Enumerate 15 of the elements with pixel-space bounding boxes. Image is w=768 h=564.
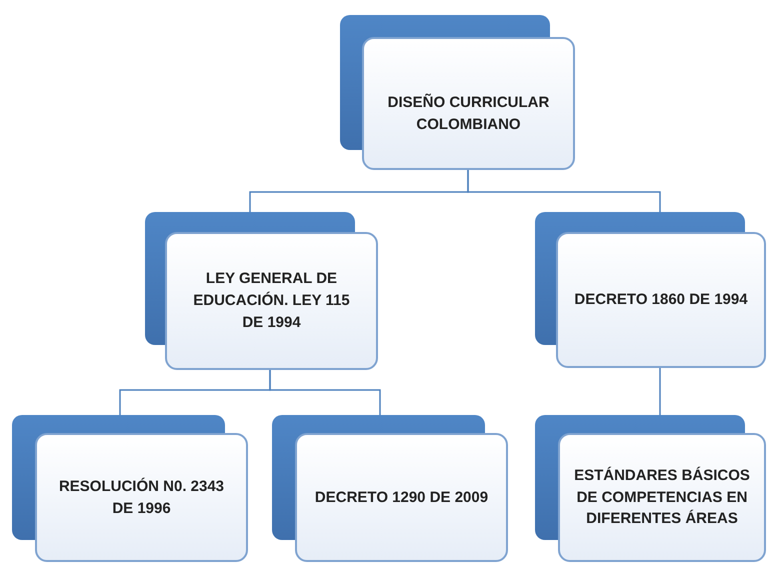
stacked-box — [145, 212, 378, 370]
stacked-box — [535, 415, 766, 562]
box-label: DECRETO 1860 DE 1994 — [574, 290, 748, 310]
connector-line — [467, 170, 661, 212]
stacked-box — [340, 15, 575, 170]
box-label: DECRETO 1290 DE 2009 — [314, 488, 488, 508]
stacked-box — [12, 415, 248, 562]
box-label: RESOLUCIÓN N0. 2343 DE 1996 — [58, 476, 226, 518]
box-label: DISEÑO CURRICULAR COLOMBIANO — [386, 92, 550, 134]
connector-line — [269, 370, 381, 415]
connector-line — [659, 368, 661, 415]
box-label: ESTÁNDARES BÁSICOS DE COMPETENCIAS EN DIFERENTES ÁREAS — [574, 466, 750, 530]
stacked-box — [272, 415, 508, 562]
box-label: LEY GENERAL DE EDUCACIÓN. LEY 115 DE 1994 — [192, 269, 351, 333]
stacked-box — [535, 212, 766, 368]
